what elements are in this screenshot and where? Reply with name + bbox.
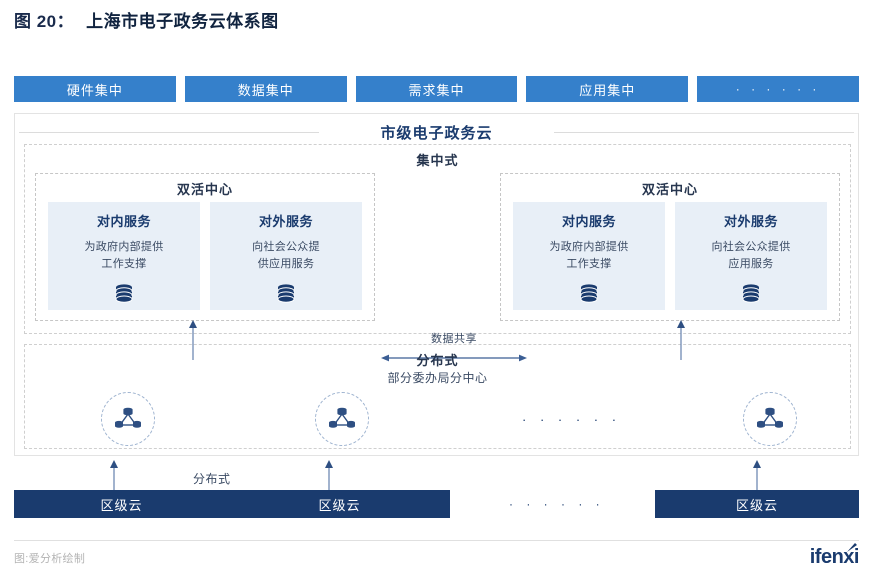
distributed-node-icon	[329, 407, 355, 428]
distributed-zone: 分布式 部分委办局分中心	[24, 344, 851, 449]
arrow-up-district-to-distributed-1	[110, 460, 118, 492]
service-desc: 向社会公众提供 应用服务	[711, 239, 790, 273]
distributed-node-dots: · · · · · ·	[522, 412, 622, 427]
footer-source: 图:爱分析绘制	[14, 553, 86, 565]
service-desc-line1: 向社会公众提	[252, 241, 320, 253]
district-cloud-dots: · · · · · ·	[509, 497, 605, 511]
top-bar-demand[interactable]: 需求集中	[355, 76, 518, 102]
title-rule-left	[19, 132, 319, 133]
district-cloud-bar-3[interactable]: 区级云	[655, 490, 859, 518]
data-share-label: 数据共享	[431, 333, 477, 345]
service-desc-line1: 向社会公众提供	[711, 241, 791, 253]
top-bar-hardware[interactable]: 硬件集中	[14, 76, 176, 102]
arrow-up-distributed-to-centralized-2	[677, 320, 685, 360]
centralized-zone: 集中式 双活中心 对内服务 为政府内部提供 工作支撑	[24, 144, 851, 334]
arrow-up-district-to-distributed-2	[325, 460, 333, 492]
arrow-up-district-to-distributed-3	[753, 460, 761, 492]
service-card-internal-right[interactable]: 对内服务 为政府内部提供 工作支撑	[513, 202, 665, 310]
service-desc-line2: 工作支撑	[101, 258, 147, 271]
top-bar-application[interactable]: 应用集中	[526, 76, 689, 102]
service-desc-line1: 为政府内部提供	[549, 241, 629, 253]
city-cloud-title: 市级电子政务云	[380, 125, 493, 142]
service-title: 对内服务	[561, 214, 616, 229]
distributed-node-icon	[757, 407, 783, 428]
dual-center-row: 双活中心 对内服务 为政府内部提供 工作支撑	[25, 173, 850, 328]
dual-center-left-title: 双活中心	[36, 179, 374, 198]
district-cloud-row: 区级云 区级云 · · · · · · 区级云	[14, 490, 859, 518]
title-rule-right	[554, 132, 854, 133]
database-icon	[273, 281, 299, 312]
service-title: 对外服务	[258, 214, 313, 229]
distributed-node-3[interactable]	[743, 392, 797, 446]
dual-center-left-services: 对内服务 为政府内部提供 工作支撑	[48, 202, 362, 310]
arrow-up-distributed-to-centralized-1	[189, 320, 197, 360]
service-desc-line2: 供应用服务	[257, 258, 315, 271]
service-desc-line1: 为政府内部提供	[84, 241, 164, 253]
district-cloud-bar-2[interactable]: 区级云	[229, 490, 450, 518]
double-arrow-icon	[381, 354, 527, 362]
footer-divider	[14, 540, 859, 541]
service-title: 对外服务	[723, 214, 778, 229]
distributed-zone-title: 分布式	[416, 353, 459, 368]
top-bar-more-dots[interactable]: · · · · · ·	[697, 76, 859, 102]
distributed-node-1[interactable]	[101, 392, 155, 446]
figure-number: 图 20：	[14, 12, 75, 31]
ifenxi-logo: ifenxi	[809, 546, 860, 568]
service-desc: 为政府内部提供 工作支撑	[549, 239, 628, 273]
dual-center-right-title: 双活中心	[501, 179, 839, 198]
distributed-node-icon	[115, 407, 141, 428]
district-link-label: 分布式	[193, 472, 231, 486]
database-icon	[738, 281, 764, 312]
data-share-connector: 数据共享	[381, 330, 527, 370]
distributed-zone-subtitle: 部分委办局分中心	[387, 371, 488, 385]
service-desc-line2: 应用服务	[728, 258, 774, 271]
database-icon	[576, 281, 602, 312]
dual-active-center-left: 双活中心 对内服务 为政府内部提供 工作支撑	[35, 173, 375, 321]
service-card-external-right[interactable]: 对外服务 向社会公众提供 应用服务	[675, 202, 827, 310]
city-cloud-container: 市级电子政务云 集中式 双活中心 对内服务 为政府内部提供 工作支撑	[14, 113, 859, 456]
service-desc: 为政府内部提供 工作支撑	[84, 239, 163, 273]
district-cloud-bar-1[interactable]: 区级云	[14, 490, 229, 518]
dual-active-center-right: 双活中心 对内服务 为政府内部提供 工作支撑	[500, 173, 840, 321]
service-title: 对内服务	[96, 214, 151, 229]
service-desc-line2: 工作支撑	[566, 258, 612, 271]
service-desc: 向社会公众提 供应用服务	[252, 239, 320, 273]
database-icon	[111, 281, 137, 312]
figure-title-text: 上海市电子政务云体系图	[86, 12, 279, 31]
centralized-zone-title: 集中式	[416, 153, 459, 168]
dual-center-right-services: 对内服务 为政府内部提供 工作支撑	[513, 202, 827, 310]
top-bar-data[interactable]: 数据集中	[184, 76, 347, 102]
consolidation-bar-row: 硬件集中 数据集中 需求集中 应用集中 · · · · · ·	[14, 76, 859, 102]
distributed-node-row: · · · · · ·	[25, 392, 850, 448]
service-card-external-left[interactable]: 对外服务 向社会公众提 供应用服务	[210, 202, 362, 310]
service-card-internal-left[interactable]: 对内服务 为政府内部提供 工作支撑	[48, 202, 200, 310]
distributed-node-2[interactable]	[315, 392, 369, 446]
logo-flag-icon	[847, 543, 857, 552]
figure-title: 图 20： 上海市电子政务云体系图	[14, 7, 279, 32]
